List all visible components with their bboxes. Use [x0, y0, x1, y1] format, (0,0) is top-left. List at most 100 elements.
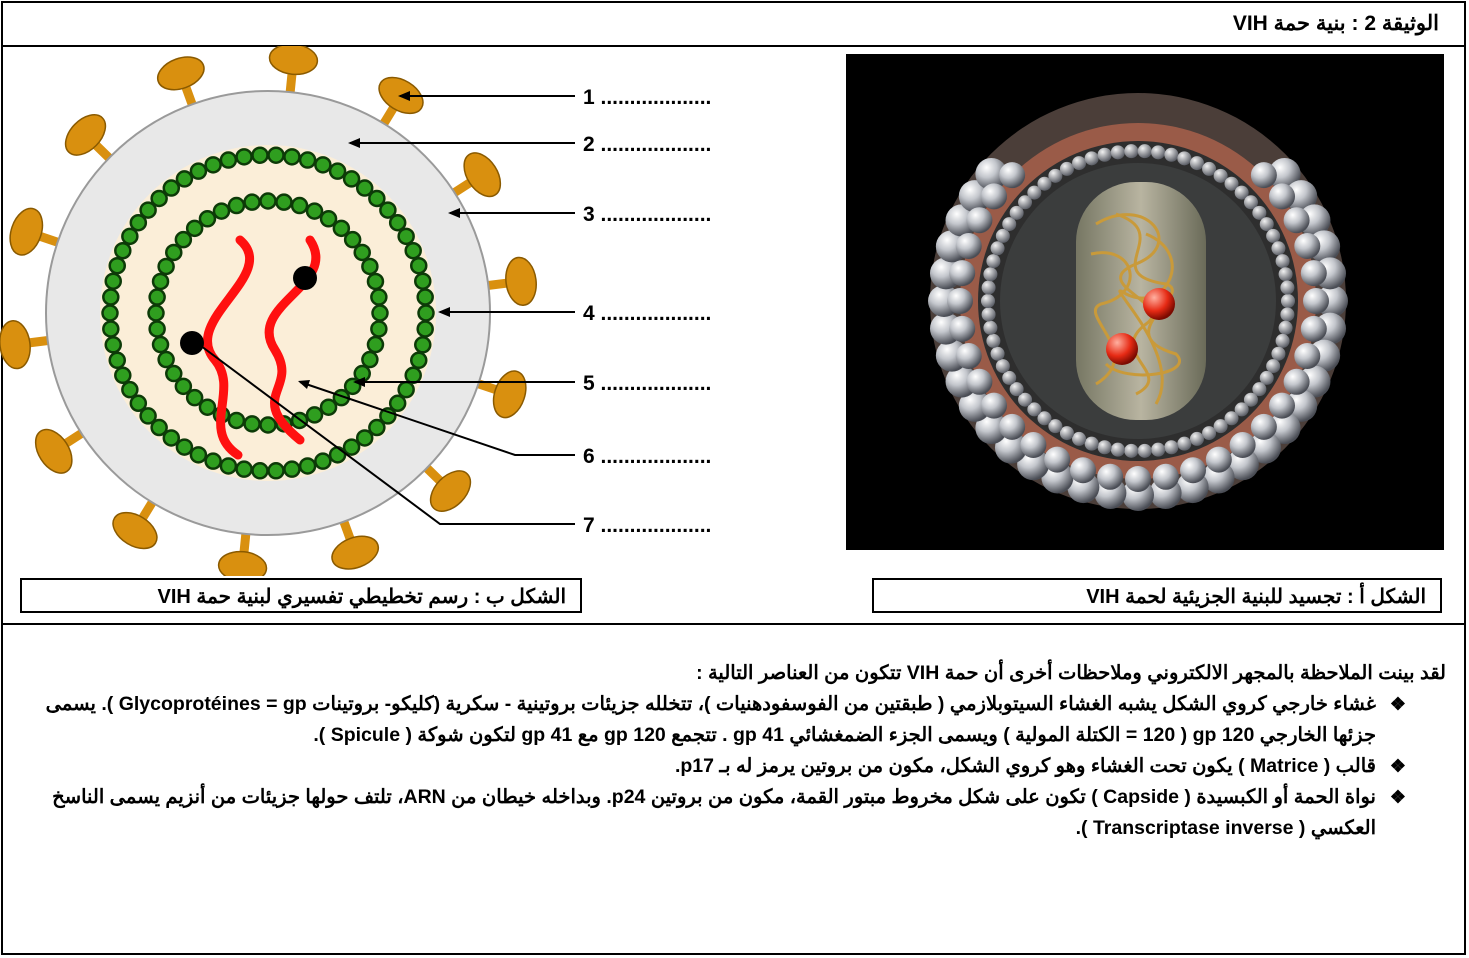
protein-bead	[191, 447, 206, 462]
protein-sphere	[1190, 432, 1204, 446]
protein-sphere	[1280, 307, 1294, 321]
protein-sphere	[1002, 371, 1016, 385]
protein-bead	[269, 148, 284, 163]
protein-sphere	[991, 347, 1005, 361]
protein-bead	[415, 337, 430, 352]
spike-head	[28, 423, 79, 480]
label-5: 5 ...................	[583, 372, 711, 395]
list-item: ❖قالب ( Matrice ) يكون تحت الغشاء وهو كر…	[36, 751, 1406, 782]
protein-bead	[399, 382, 414, 397]
label-2: 2 ...................	[583, 133, 711, 156]
protein-bead	[159, 259, 174, 274]
protein-sphere	[1284, 207, 1310, 233]
protein-sphere	[999, 414, 1025, 440]
protein-bead	[106, 337, 121, 352]
protein-bead	[284, 462, 299, 477]
protein-sphere	[1151, 443, 1165, 457]
diagram-labels: 1 ................... 2 ................…	[583, 86, 711, 537]
protein-bead	[103, 321, 118, 336]
protein-sphere	[947, 288, 973, 314]
protein-bead	[368, 274, 383, 289]
protein-sphere	[1206, 447, 1232, 473]
spike-head	[268, 46, 319, 77]
protein-sphere	[1303, 288, 1329, 314]
protein-bead	[307, 204, 322, 219]
protein-bead	[159, 352, 174, 367]
protein-sphere	[1138, 144, 1152, 158]
protein-bead	[245, 416, 260, 431]
protein-bead	[150, 321, 165, 336]
enzyme-molecule	[1143, 288, 1175, 320]
protein-bead	[221, 153, 236, 168]
protein-bead	[221, 458, 236, 473]
protein-bead	[321, 400, 336, 415]
protein-bead	[315, 454, 330, 469]
bullet-icon: ❖	[1390, 689, 1406, 720]
protein-sphere	[1294, 233, 1320, 259]
protein-sphere	[1124, 144, 1138, 158]
protein-bead	[252, 148, 267, 163]
spike-head	[488, 367, 532, 422]
protein-sphere	[1202, 426, 1216, 440]
reverse-transcriptase-enzyme	[293, 266, 317, 290]
protein-sphere	[1072, 432, 1086, 446]
protein-bead	[177, 171, 192, 186]
protein-sphere	[1266, 359, 1280, 373]
label-6: 6 ...................	[583, 445, 711, 468]
figure-b-caption: الشكل ب : رسم تخطيطي تفسيري لبنية حمة VI…	[20, 578, 582, 613]
protein-sphere	[1266, 229, 1280, 243]
protein-sphere	[999, 162, 1025, 188]
protein-sphere	[1271, 241, 1285, 255]
protein-sphere	[1138, 444, 1152, 458]
protein-sphere	[1111, 443, 1125, 457]
protein-sphere	[956, 343, 982, 369]
protein-sphere	[949, 260, 975, 286]
protein-sphere	[986, 334, 1000, 348]
protein-sphere	[949, 316, 975, 342]
protein-sphere	[1251, 414, 1277, 440]
protein-bead	[237, 462, 252, 477]
label-7: 7 ...................	[583, 514, 711, 537]
label-3: 3 ...................	[583, 203, 711, 226]
protein-bead	[206, 157, 221, 172]
protein-bead	[103, 290, 118, 305]
protein-sphere	[996, 229, 1010, 243]
protein-sphere	[1098, 440, 1112, 454]
list-item-text: نواة الحمة أو الكبسيدة ( Capside ) تكون …	[52, 786, 1376, 839]
protein-bead	[252, 463, 267, 478]
protein-bead	[149, 306, 164, 321]
protein-sphere	[996, 359, 1010, 373]
protein-sphere	[1260, 217, 1274, 231]
protein-sphere	[1281, 294, 1295, 308]
protein-sphere	[982, 281, 996, 295]
protein-bead	[115, 243, 130, 258]
protein-sphere	[1271, 347, 1285, 361]
protein-bead	[300, 153, 315, 168]
protein-bead	[269, 463, 284, 478]
protein-sphere	[1269, 183, 1295, 209]
protein-bead	[122, 382, 137, 397]
protein-bead	[229, 413, 244, 428]
protein-sphere	[1177, 151, 1191, 165]
protein-bead	[153, 274, 168, 289]
protein-bead	[106, 274, 121, 289]
protein-bead	[419, 306, 434, 321]
list-item: ❖نواة الحمة أو الكبسيدة ( Capside ) تكون…	[36, 782, 1406, 844]
protein-sphere	[1269, 393, 1295, 419]
figure-a-caption: الشكل أ : تجسيد للبنية الجزيئية لحمة VIH	[872, 578, 1442, 613]
protein-sphere	[1125, 466, 1151, 492]
protein-bead	[164, 181, 179, 196]
protein-bead	[415, 274, 430, 289]
protein-bead	[368, 337, 383, 352]
protein-bead	[237, 149, 252, 164]
protein-bead	[399, 229, 414, 244]
protein-bead	[261, 194, 276, 209]
spike-head	[107, 505, 164, 556]
protein-bead	[371, 290, 386, 305]
protein-sphere	[986, 254, 1000, 268]
spike-head	[0, 319, 33, 370]
protein-bead	[362, 259, 377, 274]
protein-sphere	[1230, 432, 1256, 458]
protein-sphere	[1111, 145, 1125, 159]
spike-head	[457, 146, 508, 203]
